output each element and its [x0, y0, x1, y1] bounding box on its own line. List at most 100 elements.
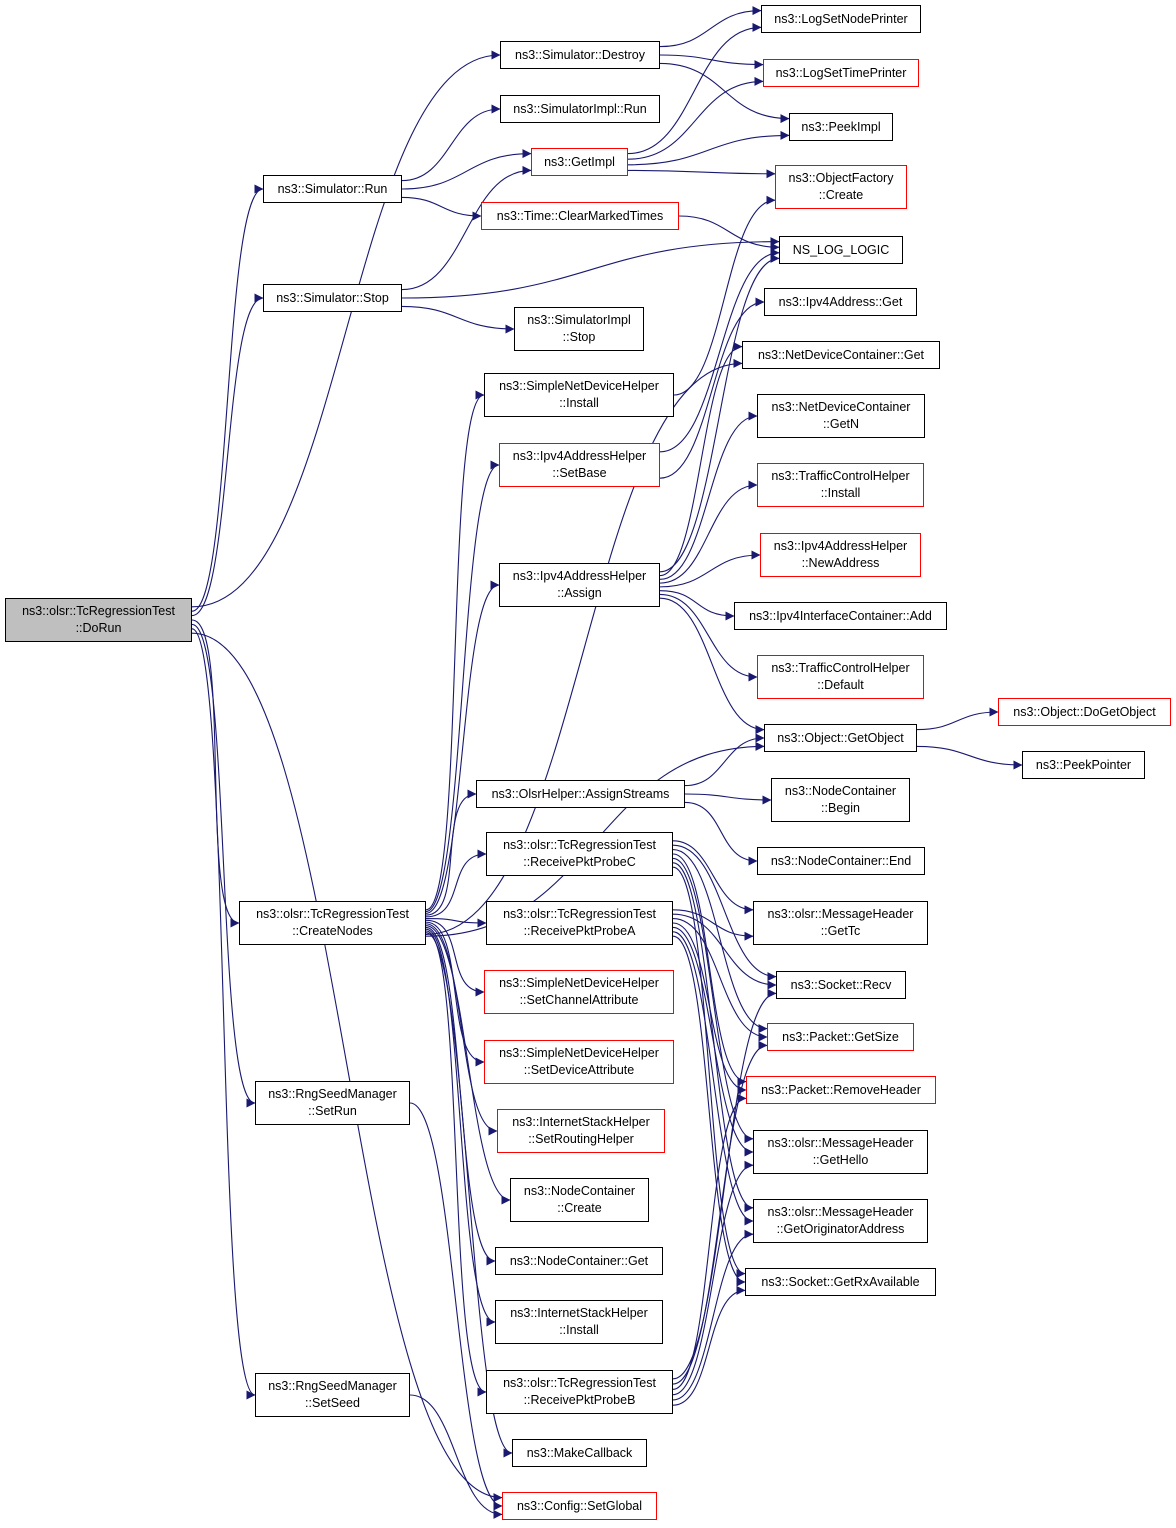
node-label-line: ns3::NodeContainer::End — [770, 853, 912, 868]
node-probeC[interactable]: ns3::olsr::TcRegressionTest::ReceivePktP… — [486, 832, 673, 876]
node-label-line: ns3::NodeContainer::Get — [509, 1253, 649, 1268]
node-label-line: ns3::LogSetTimePrinter — [775, 65, 907, 80]
edge-olsrAssign-to-objGetObject — [684, 733, 765, 787]
node-peekPointer[interactable]: ns3::PeekPointer — [1022, 751, 1145, 779]
edge-createNodes-to-sndhChan — [425, 919, 485, 997]
node-ipv4IfAdd[interactable]: ns3::Ipv4InterfaceContainer::Add — [734, 602, 947, 630]
node-label-line: ::Create — [818, 188, 864, 202]
node-label-line: ns3::olsr::TcRegressionTest — [503, 907, 656, 921]
node-label-line: ns3::olsr::TcRegressionTest — [503, 838, 656, 852]
node-sndhChan[interactable]: ns3::SimpleNetDeviceHelper::SetChannelAt… — [484, 970, 674, 1014]
edge-getImpl-to-peekImpl — [627, 130, 790, 166]
node-label-line: ns3::NodeContainer — [523, 1184, 636, 1198]
node-label-line: ::DoRun — [75, 621, 122, 635]
node-objFactory[interactable]: ns3::ObjectFactory::Create — [775, 165, 907, 209]
node-objGetObject[interactable]: ns3::Object::GetObject — [764, 724, 917, 752]
node-configSetGlobal[interactable]: ns3::Config::SetGlobal — [502, 1492, 657, 1520]
node-simImplRun[interactable]: ns3::SimulatorImpl::Run — [500, 95, 660, 123]
node-mhGetTc[interactable]: ns3::olsr::MessageHeader::GetTc — [753, 901, 928, 945]
node-tchInstall[interactable]: ns3::TrafficControlHelper::Install — [757, 463, 924, 507]
node-label-line: ns3::Ipv4InterfaceContainer::Add — [749, 608, 932, 623]
node-peekImpl[interactable]: ns3::PeekImpl — [789, 113, 893, 141]
node-ipv4SetBase[interactable]: ns3::Ipv4AddressHelper::SetBase — [499, 443, 660, 487]
edge-probeA-to-pktRemoveHdr — [672, 922, 747, 1095]
node-objDoGet[interactable]: ns3::Object::DoGetObject — [998, 698, 1171, 726]
node-rngSetRun[interactable]: ns3::RngSeedManager::SetRun — [255, 1081, 410, 1125]
edge-createNodes-to-probeB — [425, 930, 487, 1397]
edge-probeB-to-pktRemoveHdr — [672, 1093, 747, 1390]
edge-clearMarked-to-nsLogLogic — [678, 215, 780, 252]
node-clearMarked[interactable]: ns3::Time::ClearMarkedTimes — [481, 202, 679, 230]
node-label-line: ns3::Ipv4AddressHelper — [773, 539, 908, 553]
edge-createNodes-to-makeCallback — [425, 932, 513, 1458]
node-label-line: ns3::TrafficControlHelper — [771, 661, 910, 675]
node-ncEnd[interactable]: ns3::NodeContainer::End — [757, 847, 925, 875]
node-mhGetHello[interactable]: ns3::olsr::MessageHeader::GetHello — [753, 1130, 928, 1174]
node-ncBegin[interactable]: ns3::NodeContainer::Begin — [771, 778, 910, 822]
node-sndhDev[interactable]: ns3::SimpleNetDeviceHelper::SetDeviceAtt… — [484, 1040, 674, 1084]
node-label-line: ::Assign — [557, 586, 602, 600]
node-label-line: ::SetSeed — [305, 1396, 360, 1410]
node-label-line: ns3::RngSeedManager — [268, 1379, 397, 1393]
node-label-line: ns3::RngSeedManager — [268, 1087, 397, 1101]
node-simStop[interactable]: ns3::Simulator::Stop — [263, 284, 402, 312]
node-label-line: ::SetBase — [552, 466, 607, 480]
node-ncGet[interactable]: ns3::NodeContainer::Get — [495, 1247, 663, 1275]
node-ishInstall[interactable]: ns3::InternetStackHelper::Install — [495, 1300, 663, 1344]
node-olsrAssign[interactable]: ns3::OlsrHelper::AssignStreams — [476, 780, 685, 808]
node-label-line: ns3::olsr::MessageHeader — [767, 1205, 914, 1219]
node-pktRemoveHdr[interactable]: ns3::Packet::RemoveHeader — [746, 1076, 936, 1104]
node-ipv4Assign[interactable]: ns3::Ipv4AddressHelper::Assign — [499, 563, 660, 607]
node-nsLogLogic[interactable]: NS_LOG_LOGIC — [779, 236, 903, 264]
node-label-line: ::SetRoutingHelper — [528, 1132, 634, 1146]
edge-ipv4Assign-to-tchDefault — [659, 593, 758, 682]
edge-getImpl-to-logTime — [627, 76, 764, 160]
node-pktGetSize[interactable]: ns3::Packet::GetSize — [767, 1023, 914, 1051]
edge-objGetObject-to-objDoGet — [916, 707, 999, 731]
edge-probeC-to-mhGetOrig — [672, 862, 754, 1213]
node-createNodes[interactable]: ns3::olsr::TcRegressionTest::CreateNodes — [239, 901, 426, 945]
node-sockRecv[interactable]: ns3::Socket::Recv — [776, 971, 906, 999]
node-simDestroy[interactable]: ns3::Simulator::Destroy — [500, 41, 660, 69]
edge-simDestroy-to-logNode — [659, 6, 762, 48]
node-simImplStop[interactable]: ns3::SimulatorImpl::Stop — [514, 307, 644, 351]
node-label-line: ns3::Packet::RemoveHeader — [761, 1082, 921, 1097]
node-probeA[interactable]: ns3::olsr::TcRegressionTest::ReceivePktP… — [486, 901, 673, 945]
node-makeCallback[interactable]: ns3::MakeCallback — [512, 1439, 647, 1467]
node-getImpl[interactable]: ns3::GetImpl — [531, 148, 628, 176]
node-tchDefault[interactable]: ns3::TrafficControlHelper::Default — [757, 655, 924, 699]
edge-createNodes-to-ndcGet — [425, 358, 743, 935]
edge-ipv4SetBase-to-ipv4Get — [659, 297, 765, 479]
node-label-line: ns3::LogSetNodePrinter — [774, 11, 908, 26]
node-label-line: ::NewAddress — [801, 556, 880, 570]
node-ishRouting[interactable]: ns3::InternetStackHelper::SetRoutingHelp… — [497, 1109, 665, 1153]
node-label-line: ns3::NodeContainer — [784, 784, 897, 798]
node-ipv4NewAddr[interactable]: ns3::Ipv4AddressHelper::NewAddress — [760, 533, 921, 577]
node-label-line: ns3::NetDeviceContainer — [771, 400, 911, 414]
node-sndhInstall[interactable]: ns3::SimpleNetDeviceHelper::Install — [484, 373, 674, 417]
edge-createNodes-to-olsrAssign — [425, 789, 477, 916]
node-root: ns3::olsr::TcRegressionTest::DoRun — [5, 598, 192, 642]
edge-ipv4Assign-to-ndcGet — [659, 342, 743, 577]
node-probeB[interactable]: ns3::olsr::TcRegressionTest::ReceivePktP… — [486, 1370, 673, 1414]
node-ipv4Get[interactable]: ns3::Ipv4Address::Get — [764, 288, 917, 316]
node-logTime[interactable]: ns3::LogSetTimePrinter — [763, 59, 919, 87]
node-rngSetSeed[interactable]: ns3::RngSeedManager::SetSeed — [255, 1373, 410, 1417]
node-logNode[interactable]: ns3::LogSetNodePrinter — [761, 5, 921, 33]
node-ndcGetN[interactable]: ns3::NetDeviceContainer::GetN — [757, 394, 925, 438]
node-mhGetOrig[interactable]: ns3::olsr::MessageHeader::GetOriginatorA… — [753, 1199, 928, 1243]
node-ncCreate[interactable]: ns3::NodeContainer::Create — [510, 1178, 649, 1222]
edge-olsrAssign-to-ncEnd — [684, 801, 758, 866]
node-label-line: ns3::Object::DoGetObject — [1013, 704, 1156, 719]
edge-ipv4Assign-to-ipv4NewAddr — [659, 550, 761, 588]
node-label-line: ns3::SimpleNetDeviceHelper — [499, 1046, 659, 1060]
edge-createNodes-to-probeC — [425, 849, 487, 918]
node-sockRxAvail[interactable]: ns3::Socket::GetRxAvailable — [745, 1268, 936, 1296]
node-label-line: ::GetOriginatorAddress — [776, 1222, 905, 1236]
node-label-line: ns3::Object::GetObject — [777, 730, 904, 745]
node-label-line: ::ReceivePktProbeC — [523, 855, 636, 869]
node-simRun[interactable]: ns3::Simulator::Run — [263, 175, 402, 203]
node-ndcGet[interactable]: ns3::NetDeviceContainer::Get — [742, 341, 940, 369]
edge-simDestroy-to-peekImpl — [659, 62, 790, 124]
